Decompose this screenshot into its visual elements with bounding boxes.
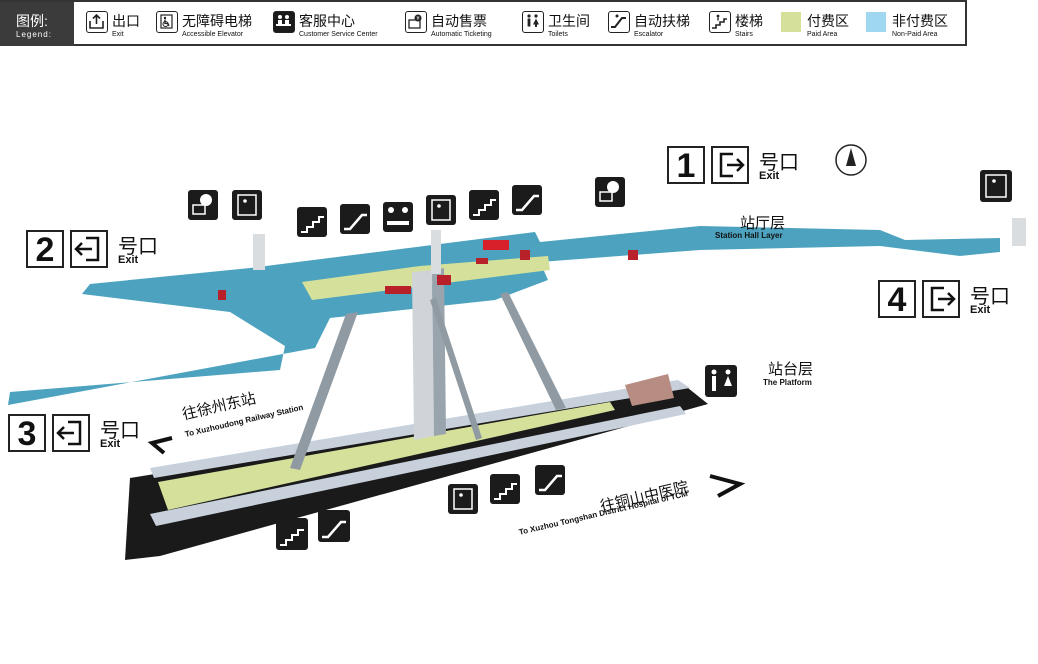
legend-title-en: Legend: [16,30,52,39]
exit-label-en: Exit [100,438,121,450]
ticket-gate [476,258,488,264]
shaft [253,234,265,270]
stairs-sign-hall-2 [469,190,499,220]
toilet-block [625,374,674,406]
compass-icon [835,144,867,176]
support-left [290,312,358,470]
legend-label: 自动售票 [431,13,487,29]
escalator-icon [608,11,630,33]
legend-label-en: Escalator [634,31,664,38]
hall-layer-label: 站厅层 [740,215,786,232]
ticket-machine [218,290,226,300]
stairs-sign-platform-left [276,518,308,550]
legend-label-en: Stairs [735,31,753,38]
central-pillar-face [432,268,446,436]
exit-number: 3 [8,414,46,452]
service-sign-red [483,240,509,250]
shaft [431,230,441,274]
support-center-right [430,298,482,440]
station-hall-floor [8,226,1000,405]
exit-icon [711,146,749,184]
legend-label-en: Accessible Elevator [182,31,244,38]
ticket-gate [437,275,451,285]
platform-layer-label-en: The Platform [763,378,812,387]
nonpaid-area-swatch [866,12,886,32]
exit-icon [70,230,108,268]
paid-area-swatch [781,12,801,32]
legend-label: 非付费区 [892,13,948,29]
exit-icon [922,280,960,318]
legend-label-en: Automatic Ticketing [431,31,492,38]
legend-label: 无障碍电梯 [182,13,252,29]
ticket-machine-sign-left [188,190,218,220]
exit-icon [52,414,90,452]
legend-title-block: 图例: Legend: [0,2,74,46]
legend-title: 图例: [16,13,48,29]
exit-number: 1 [667,146,705,184]
ticket-gate [385,286,411,294]
escalator-sign-hall [340,204,370,234]
train-lower [150,406,686,526]
legend-label: 自动扶梯 [634,13,690,29]
ticket-machine [628,250,638,260]
svg-text:¥: ¥ [416,16,419,22]
platform-layer-label: 站台层 [768,361,814,378]
toilet-icon [522,11,544,33]
legend-label: 客服中心 [299,13,355,29]
hall-layer-label-en: Station Hall Layer [715,231,783,240]
escalator-sign-hall-2 [512,185,542,215]
exit-label: 号口 [118,236,158,258]
customer-service-icon [273,11,295,33]
legend-label: 卫生间 [548,13,590,29]
ticket-machine-icon: ¥ [405,11,427,33]
exit-label: 号口 [100,420,140,442]
exit-label: 号口 [759,152,799,174]
ticket-machine [520,250,530,260]
accessible-elevator-sign-exit4 [980,170,1012,202]
escalator-sign-platform [535,465,565,495]
central-pillar [412,270,434,440]
exit-number: 4 [878,280,916,318]
accessible-elevator-icon [156,11,178,33]
accessible-elevator-sign-hall-left [232,190,262,220]
legend-label-en: Customer Service Center [299,31,378,38]
legend-label: 出口 [112,13,140,29]
toilet-sign-platform [705,365,737,397]
shaft [1012,218,1026,246]
exit-label: 号口 [970,286,1010,308]
legend-label: 付费区 [807,13,849,29]
accessible-elevator-sign-platform [448,484,478,514]
arrow-west-icon [147,436,173,455]
legend-label-en: Non-Paid Area [892,31,938,38]
support-right [500,292,566,410]
customer-service-sign [383,202,413,232]
exit-icon [86,11,108,33]
exit-label-en: Exit [118,254,139,266]
stairs-icon [709,11,731,33]
stairs-sign-hall [297,207,327,237]
legend-label-en: Toilets [548,31,568,38]
legend-label-en: Exit [112,31,124,38]
accessible-elevator-sign-hall [426,195,456,225]
legend-label-en: Paid Area [807,31,838,38]
exit-number: 2 [26,230,64,268]
escalator-sign-platform-left [318,510,350,542]
arrow-east-icon [709,474,746,498]
ticket-machine-sign-right [595,177,625,207]
legend-label: 楼梯 [735,13,763,29]
exit-label-en: Exit [759,170,780,182]
paid-area-platform [158,402,615,510]
legend-bar: 图例: Legend: 出口 Exit 无障碍电梯 Accessible Ele… [0,0,967,46]
stairs-sign-platform [490,474,520,504]
exit-label-en: Exit [970,304,991,316]
